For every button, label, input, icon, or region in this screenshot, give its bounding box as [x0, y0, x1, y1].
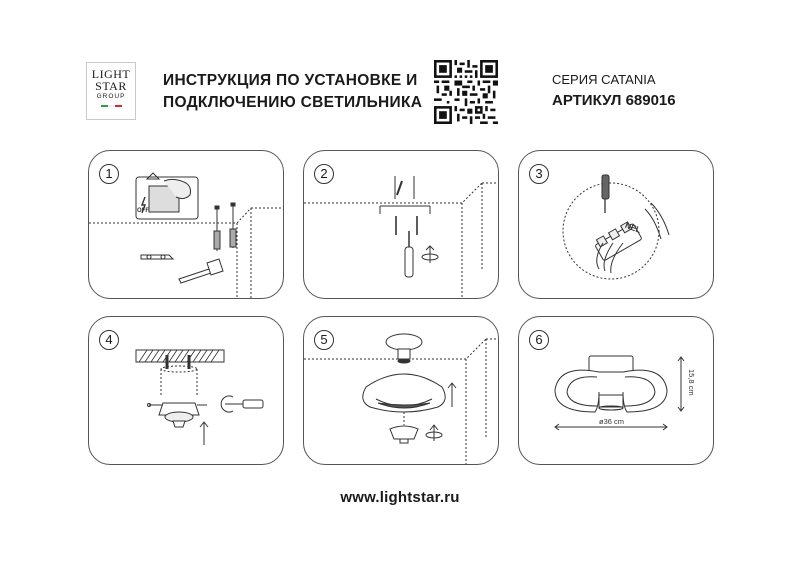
title-line-1: ИНСТРУКЦИЯ ПО УСТАНОВКЕ И: [163, 72, 418, 89]
step-3-illustration: [562, 174, 670, 280]
step-5-panel: 5: [303, 316, 499, 465]
terminal-label: NEL: [624, 221, 642, 235]
step-2-illustration: [304, 176, 498, 298]
step-1-panel: 1 OFF: [88, 150, 284, 299]
step-number: 1: [99, 164, 119, 184]
step-number: 3: [529, 164, 549, 184]
title-line-2: ПОДКЛЮЧЕНИЮ СВЕТИЛЬНИКА: [163, 94, 423, 111]
step-5-illustration: [304, 333, 498, 464]
step-number: 2: [314, 164, 334, 184]
series-name: СЕРИЯ CATANIA: [552, 72, 656, 87]
logo-line-1: LIGHT: [91, 67, 131, 81]
step-3-panel: 3 NEL: [518, 150, 714, 299]
website-link[interactable]: www.lightstar.ru: [340, 489, 460, 506]
switch-off-label: OFF: [137, 208, 149, 214]
step-1-illustration: [89, 172, 283, 298]
step-number: 4: [99, 330, 119, 350]
page-title: ИНСТРУКЦИЯ ПО УСТАНОВКЕ И ПОДКЛЮЧЕНИЮ СВ…: [163, 70, 422, 114]
height-label: 15,8 cm: [687, 369, 696, 396]
article-number: АРТИКУЛ 689016: [552, 92, 676, 109]
qr-code[interactable]: [434, 60, 498, 124]
step-4-illustration: [135, 349, 264, 445]
step-1-labels: OFF: [137, 208, 149, 214]
step-2-panel: 2: [303, 150, 499, 299]
step-6-labels: ø36 cm 15,8 cm: [599, 369, 696, 426]
italian-flag-icon: [87, 104, 135, 107]
step-6-illustration: [554, 355, 685, 431]
step-3-labels: NEL: [624, 221, 642, 235]
logo-line-3: GROUP: [96, 93, 126, 100]
diameter-label: ø36 cm: [599, 417, 624, 426]
logo-line-2: STAR: [95, 79, 127, 93]
step-number: 6: [529, 330, 549, 350]
step-6-panel: 6 ø36 cm 15,8 cm: [518, 316, 714, 465]
step-number: 5: [314, 330, 334, 350]
step-4-panel: 4: [88, 316, 284, 465]
brand-logo: LIGHT STAR GROUP: [86, 62, 136, 120]
